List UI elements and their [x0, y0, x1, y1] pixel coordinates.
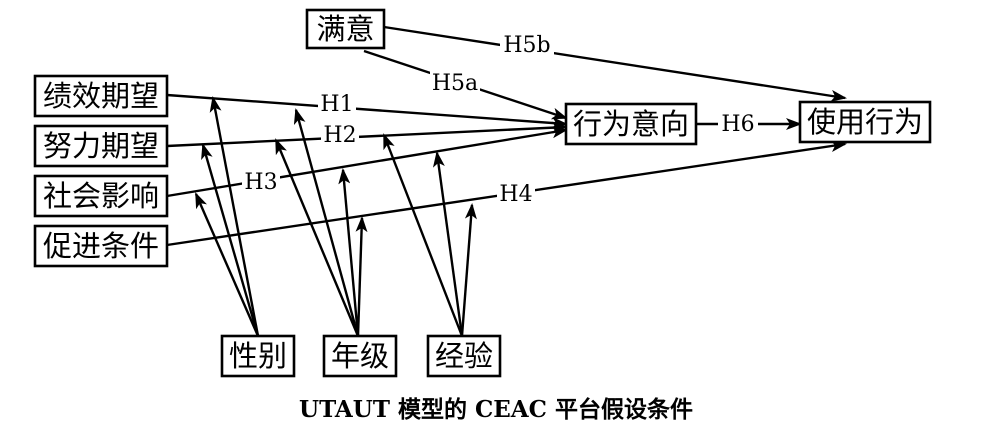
- svg-text:年级: 年级: [331, 339, 389, 373]
- svg-text:绩效期望: 绩效期望: [43, 79, 159, 113]
- label-h4: H4: [499, 182, 532, 207]
- node-facilitating-conditions: 促进条件: [33, 224, 169, 268]
- edge-experience-to-h2: [382, 133, 464, 337]
- figure-caption: UTAUT 模型的 CEAC 平台假设条件: [299, 396, 693, 423]
- svg-text:行为意向: 行为意向: [573, 107, 689, 141]
- edge-social-to-intention: [166, 126, 568, 198]
- label-h3: H3: [244, 170, 277, 195]
- hypothesis-labels: H1 H2 H3 H4 H5a H5b H6: [242, 33, 758, 207]
- edge-grade-to-h1: [293, 108, 360, 337]
- edge-grade-to-h4: [355, 216, 368, 337]
- svg-text:努力期望: 努力期望: [43, 129, 159, 163]
- edge-grade-to-h3: [338, 168, 360, 337]
- svg-text:经验: 经验: [435, 339, 493, 373]
- svg-text:社会影响: 社会影响: [43, 179, 159, 213]
- edge-satisfaction-to-use: [383, 25, 847, 102]
- nodes: 满意 绩效期望 努力期望 社会影响 促进条件 行为意向 使用行为 性别: [33, 8, 932, 378]
- edges: [166, 25, 847, 337]
- label-h6: H6: [721, 112, 754, 137]
- svg-text:性别: 性别: [229, 339, 287, 373]
- edge-effort-to-intention: [166, 121, 568, 148]
- node-social-influence: 社会影响: [33, 174, 169, 218]
- node-experience: 经验: [426, 334, 502, 378]
- edge-gender-to-h3: [194, 192, 260, 337]
- label-h5b: H5b: [503, 33, 550, 58]
- edge-experience-to-h3: [432, 151, 464, 337]
- node-use-behavior: 使用行为: [798, 100, 932, 144]
- edge-gender-to-h2: [201, 143, 260, 337]
- node-satisfaction: 满意: [305, 8, 386, 50]
- edge-performance-to-intention: [166, 93, 568, 129]
- edge-grade-to-h2: [274, 138, 360, 337]
- edge-experience-to-h4: [460, 203, 477, 337]
- node-performance-expectancy: 绩效期望: [33, 74, 169, 118]
- svg-text:促进条件: 促进条件: [43, 229, 159, 263]
- node-grade: 年级: [322, 334, 398, 378]
- node-effort-expectancy: 努力期望: [33, 124, 169, 168]
- node-gender: 性别: [220, 334, 296, 378]
- label-h2: H2: [323, 123, 356, 148]
- node-behavioral-intention: 行为意向: [564, 102, 698, 146]
- edge-gender-to-h1: [209, 96, 260, 337]
- svg-text:使用行为: 使用行为: [807, 105, 923, 139]
- svg-text:满意: 满意: [316, 12, 374, 46]
- label-h1: H1: [320, 92, 353, 117]
- label-h5a: H5a: [432, 71, 478, 96]
